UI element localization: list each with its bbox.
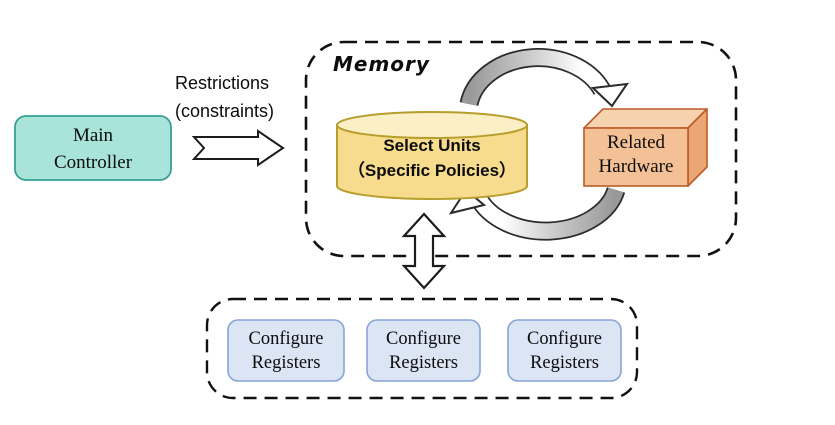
configure-register-label-2: Configure Registers <box>367 327 480 375</box>
related-hardware-box <box>583 108 708 187</box>
main-controller-box <box>14 115 172 181</box>
main-controller-label: Main Controller <box>15 122 171 176</box>
select-units-line2: （Specific Policies） <box>347 161 517 180</box>
configure-register-box-2 <box>366 319 481 382</box>
select-units-line1: Select Units <box>383 136 481 155</box>
configure-1-line2: Registers <box>251 353 321 373</box>
related-hardware-label: Related Hardware <box>584 131 688 179</box>
restrictions-label: Restrictions (constraints) <box>175 69 274 125</box>
memory-registers-arrow-icon <box>401 212 447 290</box>
related-hardware-line2: Hardware <box>598 156 674 177</box>
memory-container <box>304 40 738 258</box>
main-controller-line1: Main <box>72 125 114 146</box>
memory-title: Memory <box>333 52 430 76</box>
configure-2-line1: Configure <box>385 329 461 349</box>
registers-container <box>205 297 639 400</box>
restrictions-arrow-icon <box>191 129 285 167</box>
configure-2-line2: Registers <box>389 353 458 373</box>
configure-3-line2: Registers <box>530 353 599 373</box>
configure-register-label-1: Configure Registers <box>228 327 344 375</box>
restrictions-line2: (constraints) <box>175 101 275 121</box>
main-controller-line2: Controller <box>53 152 133 173</box>
select-units-label: Select Units （Specific Policies） <box>339 133 525 183</box>
configure-3-line1: Configure <box>526 329 602 349</box>
configure-register-box-3 <box>507 319 622 382</box>
select-units-cylinder <box>336 111 528 200</box>
restrictions-line1: Restrictions <box>175 73 270 93</box>
related-hardware-line1: Related <box>606 132 666 153</box>
configure-register-label-3: Configure Registers <box>508 327 621 375</box>
configure-1-line1: Configure <box>248 329 324 349</box>
configure-register-box-1 <box>227 319 345 382</box>
cycle-arrow-top-icon <box>459 48 630 108</box>
